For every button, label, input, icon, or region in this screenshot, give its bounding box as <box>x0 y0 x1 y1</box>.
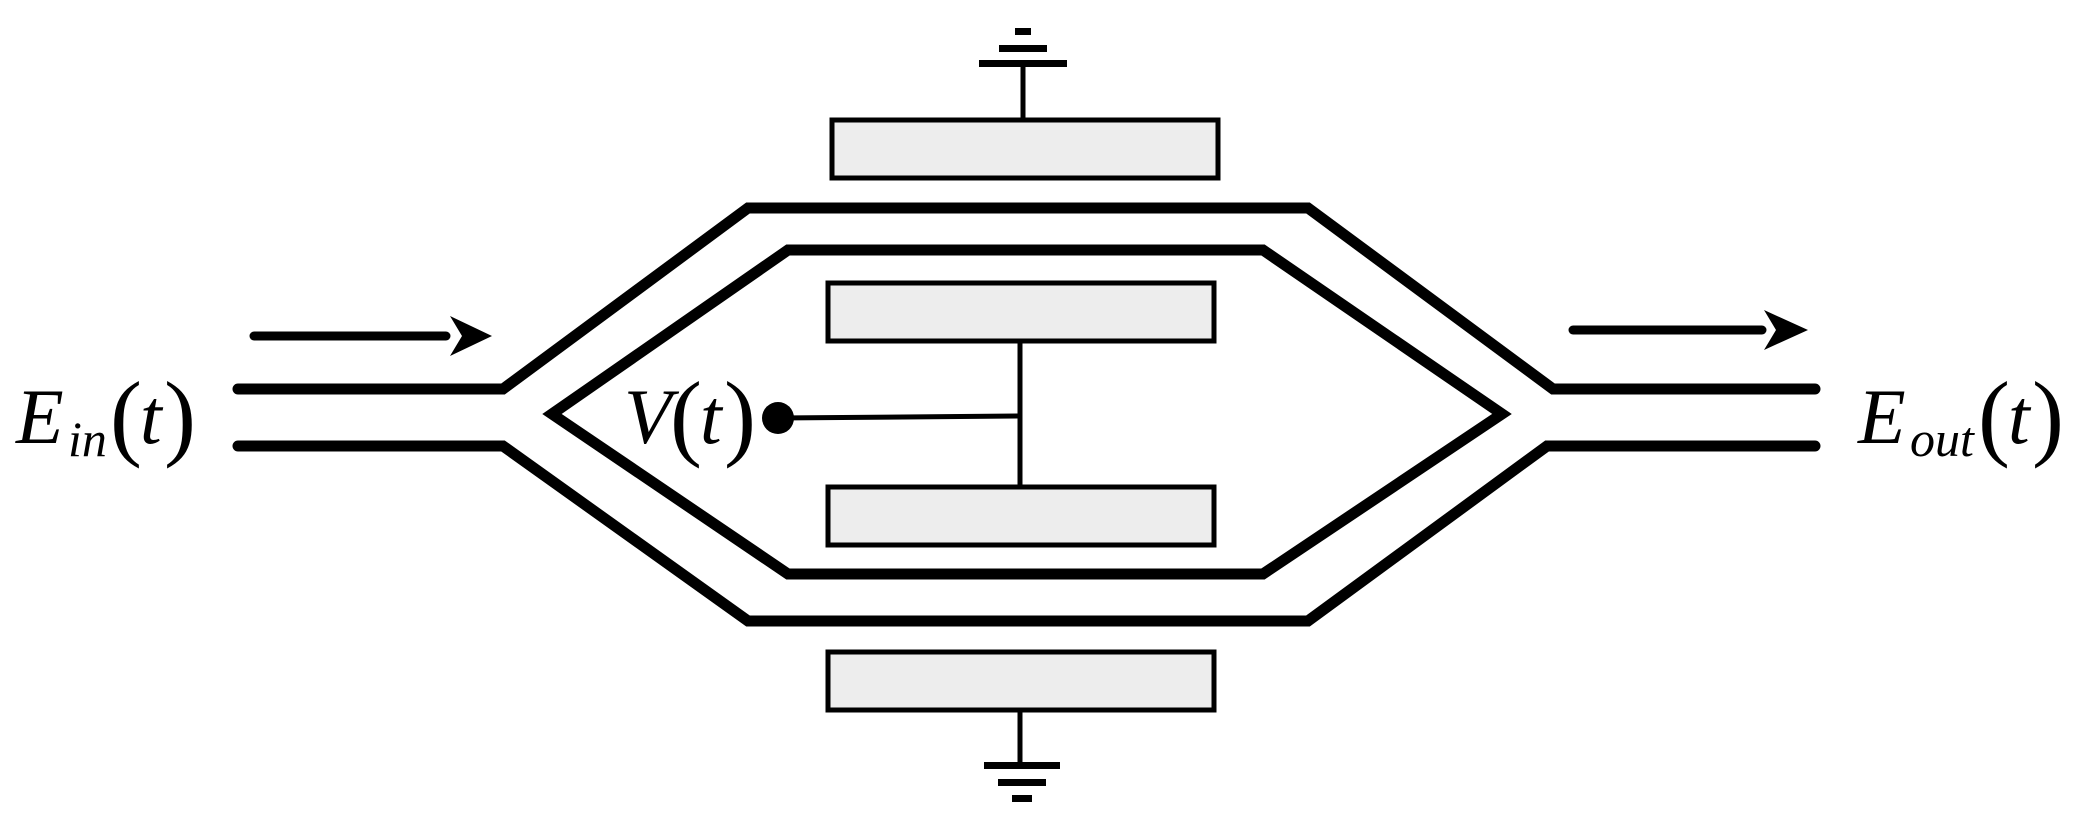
voltage-label-variable: t <box>700 373 724 460</box>
input-lower-edge-and-lower-arm-outer <box>232 440 1821 627</box>
input-label-symbol: E <box>15 373 64 460</box>
input-label-variable: t <box>140 373 164 460</box>
input-label-subscript: in <box>68 411 107 467</box>
output-label-symbol: E <box>1857 373 1906 460</box>
inner-arm-boundary <box>542 244 1512 580</box>
output-arrow-icon <box>1568 310 1808 350</box>
upper-inner-electrode <box>825 280 1217 344</box>
output-label-close-paren: ) <box>2032 362 2064 469</box>
bottom-outer-electrode <box>825 649 1217 713</box>
top-outer-electrode <box>829 117 1221 181</box>
drive-signal-wire <box>777 413 1021 421</box>
input-field-label: E in ( t ) <box>15 362 196 469</box>
lower-inner-electrode <box>825 484 1217 548</box>
output-label-open-paren: ( <box>1978 362 2010 469</box>
input-label-open-paren: ( <box>110 362 142 469</box>
output-label-variable: t <box>2008 373 2032 460</box>
input-upper-edge-and-upper-arm-outer <box>232 202 1821 395</box>
waveguide-paths <box>232 202 1821 627</box>
voltage-label-close-paren: ) <box>724 362 756 469</box>
input-label-close-paren: ) <box>164 362 196 469</box>
voltage-label-symbol: V <box>624 373 680 460</box>
input-arrow-icon <box>249 316 492 356</box>
output-label-subscript: out <box>1910 411 1975 467</box>
bottom-ground-icon <box>984 710 1060 802</box>
voltage-label-open-paren: ( <box>670 362 702 469</box>
output-field-label: E out ( t ) <box>1857 362 2064 469</box>
voltage-label: V ( t ) <box>624 362 756 469</box>
top-ground-icon <box>979 28 1067 120</box>
drive-terminal-dot <box>762 402 794 434</box>
